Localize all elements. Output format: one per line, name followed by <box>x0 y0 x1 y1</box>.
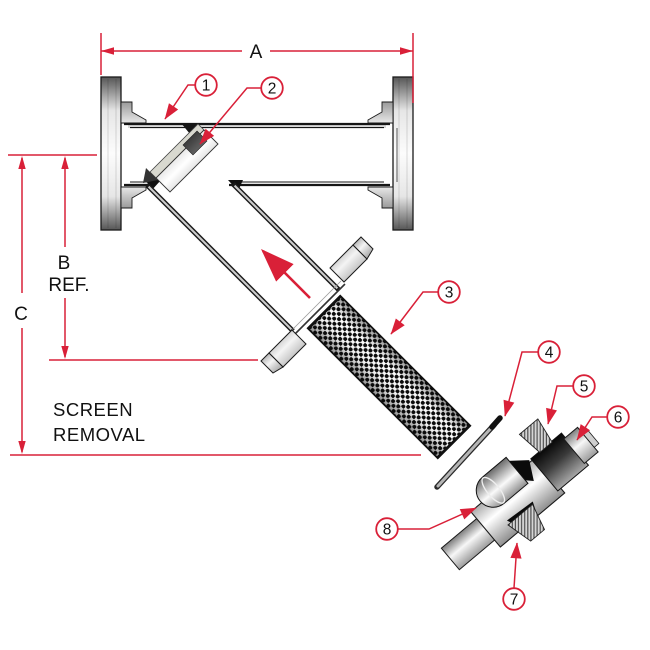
dimension-c <box>18 156 26 454</box>
branch-upper-wall-fill <box>233 184 339 290</box>
callout-circle-3 <box>437 280 461 304</box>
threaded-nut-bottom <box>507 503 546 542</box>
branch-lower-wall-fill <box>147 185 293 331</box>
callout-label-5: 5 <box>580 379 589 396</box>
threaded-boss-top <box>518 418 553 454</box>
screen-removal-line2: REMOVAL <box>53 424 146 445</box>
annotations <box>8 33 630 611</box>
callout-circle-7 <box>502 587 526 611</box>
leader-8 <box>398 507 477 530</box>
dim-b-label: B <box>58 253 71 274</box>
leader-7 <box>510 542 522 589</box>
gasket-tip <box>489 415 503 430</box>
left-flange-hub-top <box>120 101 147 124</box>
screen-removal-line1: SCREEN <box>53 399 133 420</box>
callout-circle-6 <box>606 405 630 429</box>
callout-label-2: 2 <box>268 81 277 98</box>
right-flange-bar <box>392 76 414 231</box>
pipe-walls <box>124 122 390 191</box>
screen-end-bottom <box>436 424 471 459</box>
leader-4 <box>503 351 538 417</box>
callout-label-4: 4 <box>545 345 554 362</box>
left-flange-hub-bottom <box>120 186 147 209</box>
branch-face-inner-line <box>285 280 342 337</box>
seat-bottom-wedge <box>143 168 158 183</box>
callout-circle-4 <box>537 340 561 364</box>
strainer-body <box>100 76 414 374</box>
callout-label-3: 3 <box>445 285 454 302</box>
callout-circle-8 <box>375 517 399 541</box>
pipe-top-wall <box>128 123 386 128</box>
branch-leg <box>145 182 374 374</box>
screen-perforations <box>307 295 471 459</box>
dim-a-arrow-right <box>400 47 413 55</box>
callout-label-8: 8 <box>383 522 392 539</box>
flow-arrow <box>261 249 311 299</box>
dim-b-arrow-up <box>61 156 69 169</box>
branch-collar-upper-tip <box>352 236 374 260</box>
leader-5 <box>546 385 573 425</box>
dim-c-arrow-up <box>18 156 26 169</box>
callout-label-7: 7 <box>510 592 519 609</box>
gasket-fill <box>436 424 495 488</box>
dim-a-label: A <box>250 42 263 63</box>
dimension-a <box>100 33 414 103</box>
callout-circle-1 <box>194 73 218 97</box>
left-flange-bar <box>100 76 122 231</box>
callout-circle-5 <box>572 374 596 398</box>
screen-end-top <box>307 295 342 330</box>
dim-b-ref-label: REF. <box>48 275 89 296</box>
dim-b-arrow-down <box>61 346 69 359</box>
leader-1 <box>164 84 195 120</box>
right-flange-hub-top <box>367 101 394 124</box>
right-flange <box>367 76 414 231</box>
cap-dome-rim <box>481 476 506 504</box>
leader-6 <box>576 416 607 441</box>
cap-assembly <box>440 418 600 571</box>
callout-label-6: 6 <box>614 410 623 427</box>
dim-c-arrow-down <box>18 441 26 454</box>
callout-label-1: 1 <box>202 78 211 95</box>
dim-a-arrow-left <box>101 47 114 55</box>
right-flange-hub-bottom <box>367 186 394 209</box>
callout-circle-2 <box>260 76 284 100</box>
dim-c-label: C <box>14 304 28 325</box>
leader-3 <box>390 291 438 335</box>
leader-2 <box>199 87 261 145</box>
left-flange <box>100 76 147 231</box>
dimension-b <box>61 156 69 359</box>
cap-gasket <box>434 415 503 490</box>
seat-top-wedge <box>181 123 199 134</box>
strainer-screen <box>306 294 472 460</box>
branch-face-line <box>287 283 346 342</box>
branch-collar-lower-tip <box>260 352 284 374</box>
